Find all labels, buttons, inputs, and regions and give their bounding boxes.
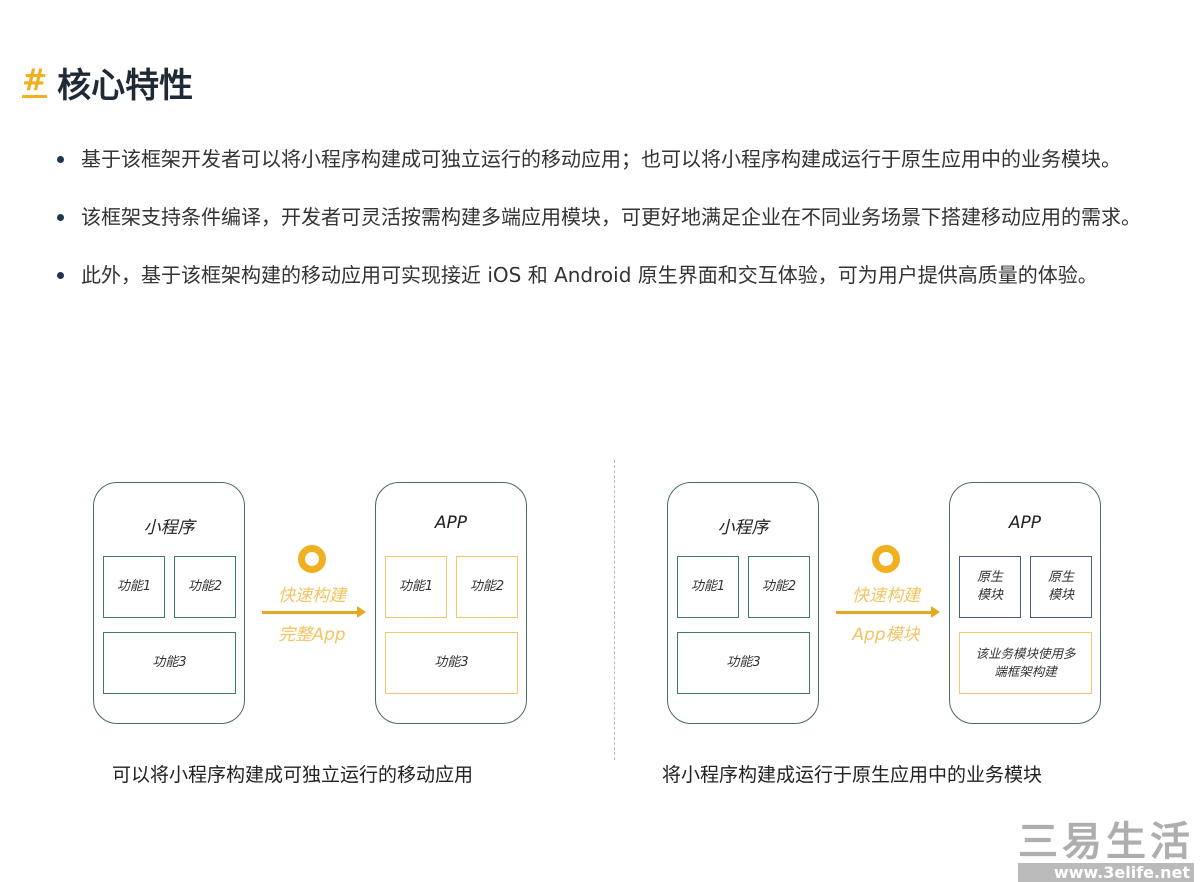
box-title: APP <box>434 513 468 533</box>
business-module-box: 该业务模块使用多端框架构建 <box>959 632 1092 694</box>
native-module-box: 原生模块 <box>1030 556 1092 618</box>
feature-list: 基于该框架开发者可以将小程序构建成可独立运行的移动应用；也可以将小程序构建成运行… <box>55 140 1155 314</box>
feature-box: 功能3 <box>385 632 518 694</box>
arrow-right-icon <box>262 606 366 618</box>
logo-ring-icon <box>298 545 326 573</box>
logo-ring-icon <box>872 545 900 573</box>
box-title: 小程序 <box>717 518 769 538</box>
diagram-caption: 可以将小程序构建成可独立运行的移动应用 <box>112 764 474 786</box>
watermark-name: 三易生活 <box>1018 819 1194 865</box>
miniprogram-box: 小程序 功能1 功能2 功能3 <box>667 482 819 724</box>
app-box: APP 功能1 功能2 功能3 <box>375 482 527 724</box>
miniprogram-box: 小程序 功能1 功能2 功能3 <box>93 482 245 724</box>
arrow-label-bottom: 完整App <box>278 625 346 645</box>
hash-icon: # <box>22 63 48 98</box>
feature-box: 功能3 <box>677 632 810 694</box>
feature-box: 功能1 <box>103 556 165 618</box>
list-item: 此外，基于该框架构建的移动应用可实现接近 iOS 和 Android 原生界面和… <box>55 256 1155 294</box>
watermark: 三易生活 www.3elife.net <box>1018 821 1194 882</box>
feature-box: 功能2 <box>748 556 810 618</box>
box-title: APP <box>1008 513 1042 533</box>
build-arrow: 快速构建 完整App <box>262 545 366 645</box>
arrow-label-top: 快速构建 <box>278 586 346 606</box>
feature-box: 功能2 <box>174 556 236 618</box>
box-title: 小程序 <box>143 518 195 538</box>
app-box: APP 原生模块 原生模块 该业务模块使用多端框架构建 <box>949 482 1101 724</box>
section-heading: # 核心特性 <box>22 58 193 107</box>
arrow-right-icon <box>836 606 940 618</box>
divider <box>614 460 615 760</box>
feature-box: 功能3 <box>103 632 236 694</box>
list-item: 基于该框架开发者可以将小程序构建成可独立运行的移动应用；也可以将小程序构建成运行… <box>55 140 1155 178</box>
arrow-label-top: 快速构建 <box>852 586 920 606</box>
feature-box: 功能1 <box>385 556 447 618</box>
feature-box: 功能2 <box>456 556 518 618</box>
list-item: 该框架支持条件编译，开发者可灵活按需构建多端应用模块，可更好地满足企业在不同业务… <box>55 198 1155 236</box>
build-arrow: 快速构建 App模块 <box>836 545 940 645</box>
page-title: 核心特性 <box>57 66 194 106</box>
arrow-label-bottom: App模块 <box>852 625 920 645</box>
watermark-url: www.3elife.net <box>1018 863 1194 882</box>
feature-box: 功能1 <box>677 556 739 618</box>
diagram-caption: 将小程序构建成运行于原生应用中的业务模块 <box>662 764 1043 786</box>
native-module-box: 原生模块 <box>959 556 1021 618</box>
